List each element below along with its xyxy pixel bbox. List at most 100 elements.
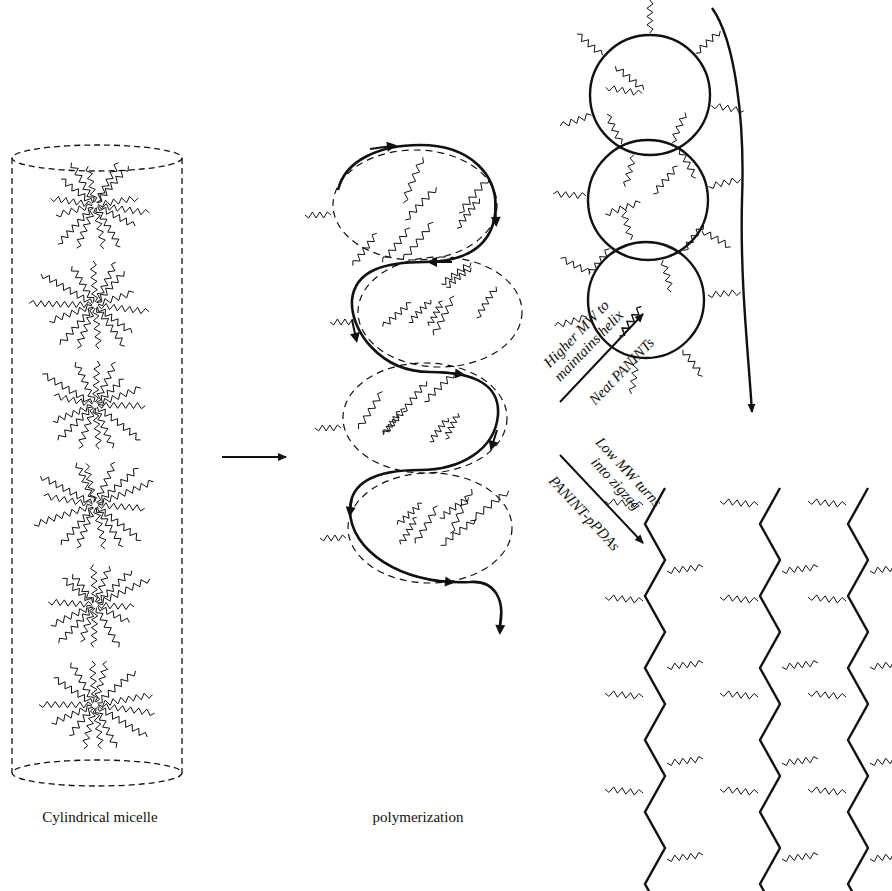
alkyl-chain [98,693,152,707]
alkyl-chain [93,408,102,449]
alkyl-chain [93,708,103,749]
alkyl-chain [708,290,741,298]
alkyl-chain [440,497,469,518]
alkyl-chain [808,691,846,699]
alkyl-chain [667,853,703,862]
alkyl-chain [86,166,97,202]
alkyl-chain [353,233,377,265]
alkyl-chain [653,166,677,194]
alkyl-chain [54,678,93,704]
alkyl-chain [683,350,703,377]
alkyl-chain [54,394,92,406]
alkyl-chain [98,291,134,306]
alkyl-chain [403,381,427,412]
alkyl-chain [98,704,155,716]
alkyl-chain [330,319,356,325]
alkyl-chain [409,300,431,323]
alkyl-chain [62,578,92,603]
alkyl-chain [647,0,653,33]
alkyl-chain [577,34,602,55]
alkyl-chain [59,607,93,643]
alkyl-chain [53,405,92,423]
alkyl-chain [315,425,341,431]
alkyl-chain [667,565,703,574]
alkyl-chain [672,113,686,143]
alkyl-chain [450,489,472,533]
alkyl-chain [711,104,744,113]
alkyl-chain [61,179,93,203]
alkyl-chain [98,387,141,406]
alkyl-chain [91,564,98,602]
alkyl-chain [90,261,97,302]
alkyl-chain [709,178,741,188]
alkyl-chain [403,222,433,260]
alkyl-chain [51,197,93,207]
alkyl-chain [720,787,758,795]
alkyl-chain [870,661,892,670]
alkyl-chain [97,166,128,203]
neat-helix [588,8,752,412]
alkyl-chain [430,418,449,442]
alkyl-chain [624,155,635,187]
alkyl-chain [720,691,758,699]
alkyl-chain [561,257,591,272]
alkyl-chain [85,463,97,502]
alkyl-chain [661,260,672,292]
alkyl-chain [305,212,331,218]
alkyl-chain [605,595,643,603]
alkyl-chain [96,508,123,547]
alkyl-chain [782,853,818,862]
alkyl-chain [93,308,102,349]
alkyl-chain [720,499,758,507]
alkyl-chain [95,708,117,748]
alkyl-chain [415,506,438,544]
alkyl-chain [98,707,148,737]
alkyl-chain [320,535,346,541]
alkyl-chain [589,249,610,275]
alkyl-chain [782,661,818,670]
alkyl-chain [679,149,696,178]
cylindrical-micelle-outline [12,145,182,786]
alkyl-chain [441,263,471,285]
alkyl-chain [400,517,417,544]
alkyl-chain [405,187,436,220]
alkyl-chain [445,413,459,439]
alkyl-chain [403,157,423,203]
zigzag-chains [645,488,868,891]
alkyl-chain [98,206,135,226]
alkyl-chain [81,608,94,642]
alkyl-chain [622,208,633,240]
alkyl-chain [96,208,120,248]
alkyl-chain [553,191,586,198]
alkyl-chain [34,504,92,526]
alkyl-chain [39,702,92,708]
alkyl-chain [605,691,643,699]
alkyl-chain [760,488,780,891]
process-arrow [222,456,286,458]
alkyl-chain [359,392,383,429]
alkyl-chain [605,787,643,795]
alkyl-chain [459,178,489,213]
alkyl-chain [696,31,720,53]
alkyl-chain [808,787,846,795]
alkyl-chain [40,476,92,504]
alkyl-chain [607,114,622,144]
alkyl-chain [44,494,92,506]
alkyl-chain [720,595,758,603]
alkyl-chain [97,307,131,333]
alkyl-chain [41,274,92,303]
alkyl-chain [94,508,106,549]
alkyl-chain [75,362,95,402]
alkyl-chain [94,208,106,249]
alkyl-chain [384,409,405,435]
alkyl-chain [433,296,454,335]
alkyl-chain [615,66,643,90]
alkyl-chain [98,579,150,605]
alkyl-chain [83,708,95,749]
alkyl-chain [95,408,114,448]
alkyl-chain [808,595,846,603]
alkyl-chain [77,308,94,348]
alkyl-chain [98,480,154,505]
alkyl-chain [398,503,423,524]
